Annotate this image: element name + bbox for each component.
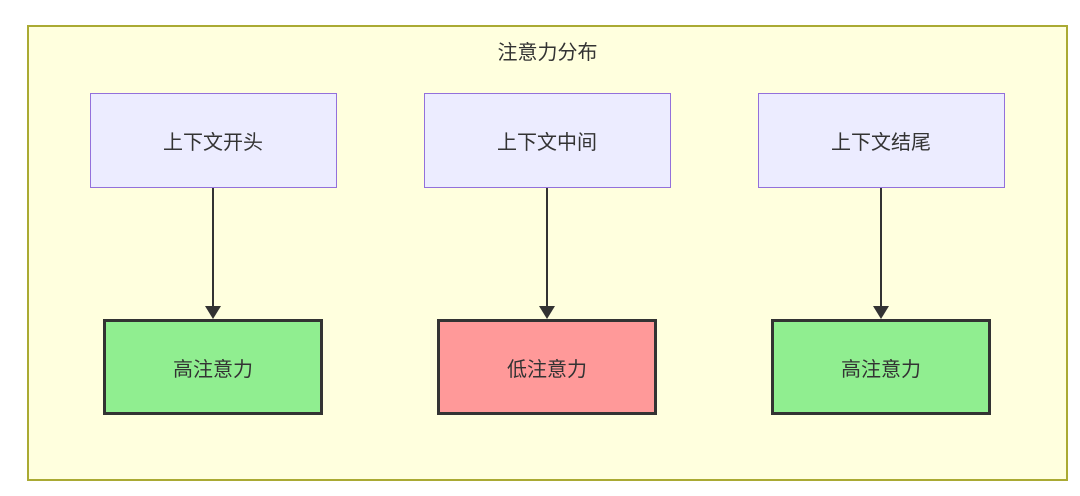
context-start-node: 上下文开头 — [89, 93, 337, 188]
arrow-line — [212, 188, 214, 306]
arrow-line — [880, 188, 882, 306]
arrow-start-to-high — [205, 188, 221, 319]
flow-column-middle: 上下文中间 低注意力 — [417, 93, 677, 415]
flow-column-end: 上下文结尾 高注意力 — [751, 93, 1011, 415]
arrow-middle-to-low — [539, 188, 555, 319]
arrowhead-down-icon — [205, 306, 221, 319]
low-attention-node: 低注意力 — [437, 319, 657, 415]
context-middle-node: 上下文中间 — [423, 93, 671, 188]
diagram-title: 注意力分布 — [497, 42, 598, 64]
arrowhead-down-icon — [539, 306, 555, 319]
arrow-end-to-high — [873, 188, 889, 319]
arrow-line — [546, 188, 548, 306]
flow-column-start: 上下文开头 高注意力 — [83, 93, 343, 415]
context-end-node: 上下文结尾 — [757, 93, 1005, 188]
high-attention-node-left: 高注意力 — [103, 319, 323, 415]
diagram-container: 注意力分布 上下文开头 高注意力 上下文中间 低注意力 上下文结尾 — [27, 25, 1068, 481]
high-attention-node-right: 高注意力 — [771, 319, 991, 415]
arrowhead-down-icon — [873, 306, 889, 319]
